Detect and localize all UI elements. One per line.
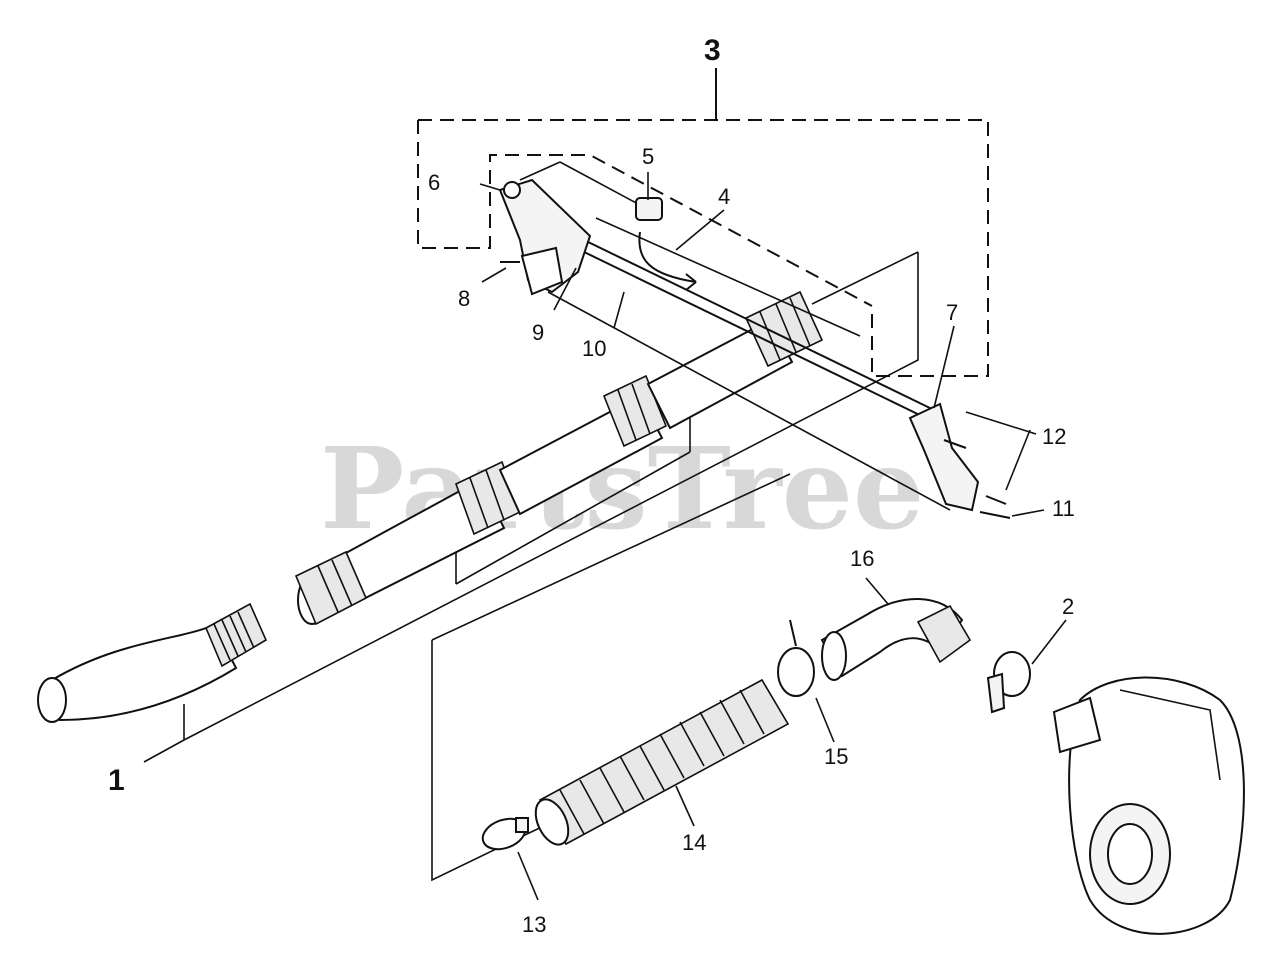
callout-5: 5 [642,144,654,169]
callout-12: 12 [1042,424,1066,449]
callout-7: 7 [946,300,958,325]
callout-2: 2 [1062,594,1074,619]
callout-9: 9 [532,320,544,345]
callout-6: 6 [428,170,440,195]
callout-14: 14 [682,830,706,855]
callout-11: 11 [1052,496,1075,521]
callout-4: 4 [718,184,730,209]
assembly-3-bracket [417,68,989,377]
lower-assembly [431,473,1245,935]
handle-assembly [498,161,1011,519]
callout-10: 10 [582,336,606,361]
callout-1: 1 [108,764,125,797]
callout-16: 16 [850,546,874,571]
leader-lines [479,172,1067,901]
callout-15: 15 [824,744,848,769]
callout-13: 13 [522,912,546,937]
callout-8: 8 [458,286,470,311]
callout-3: 3 [704,34,721,67]
